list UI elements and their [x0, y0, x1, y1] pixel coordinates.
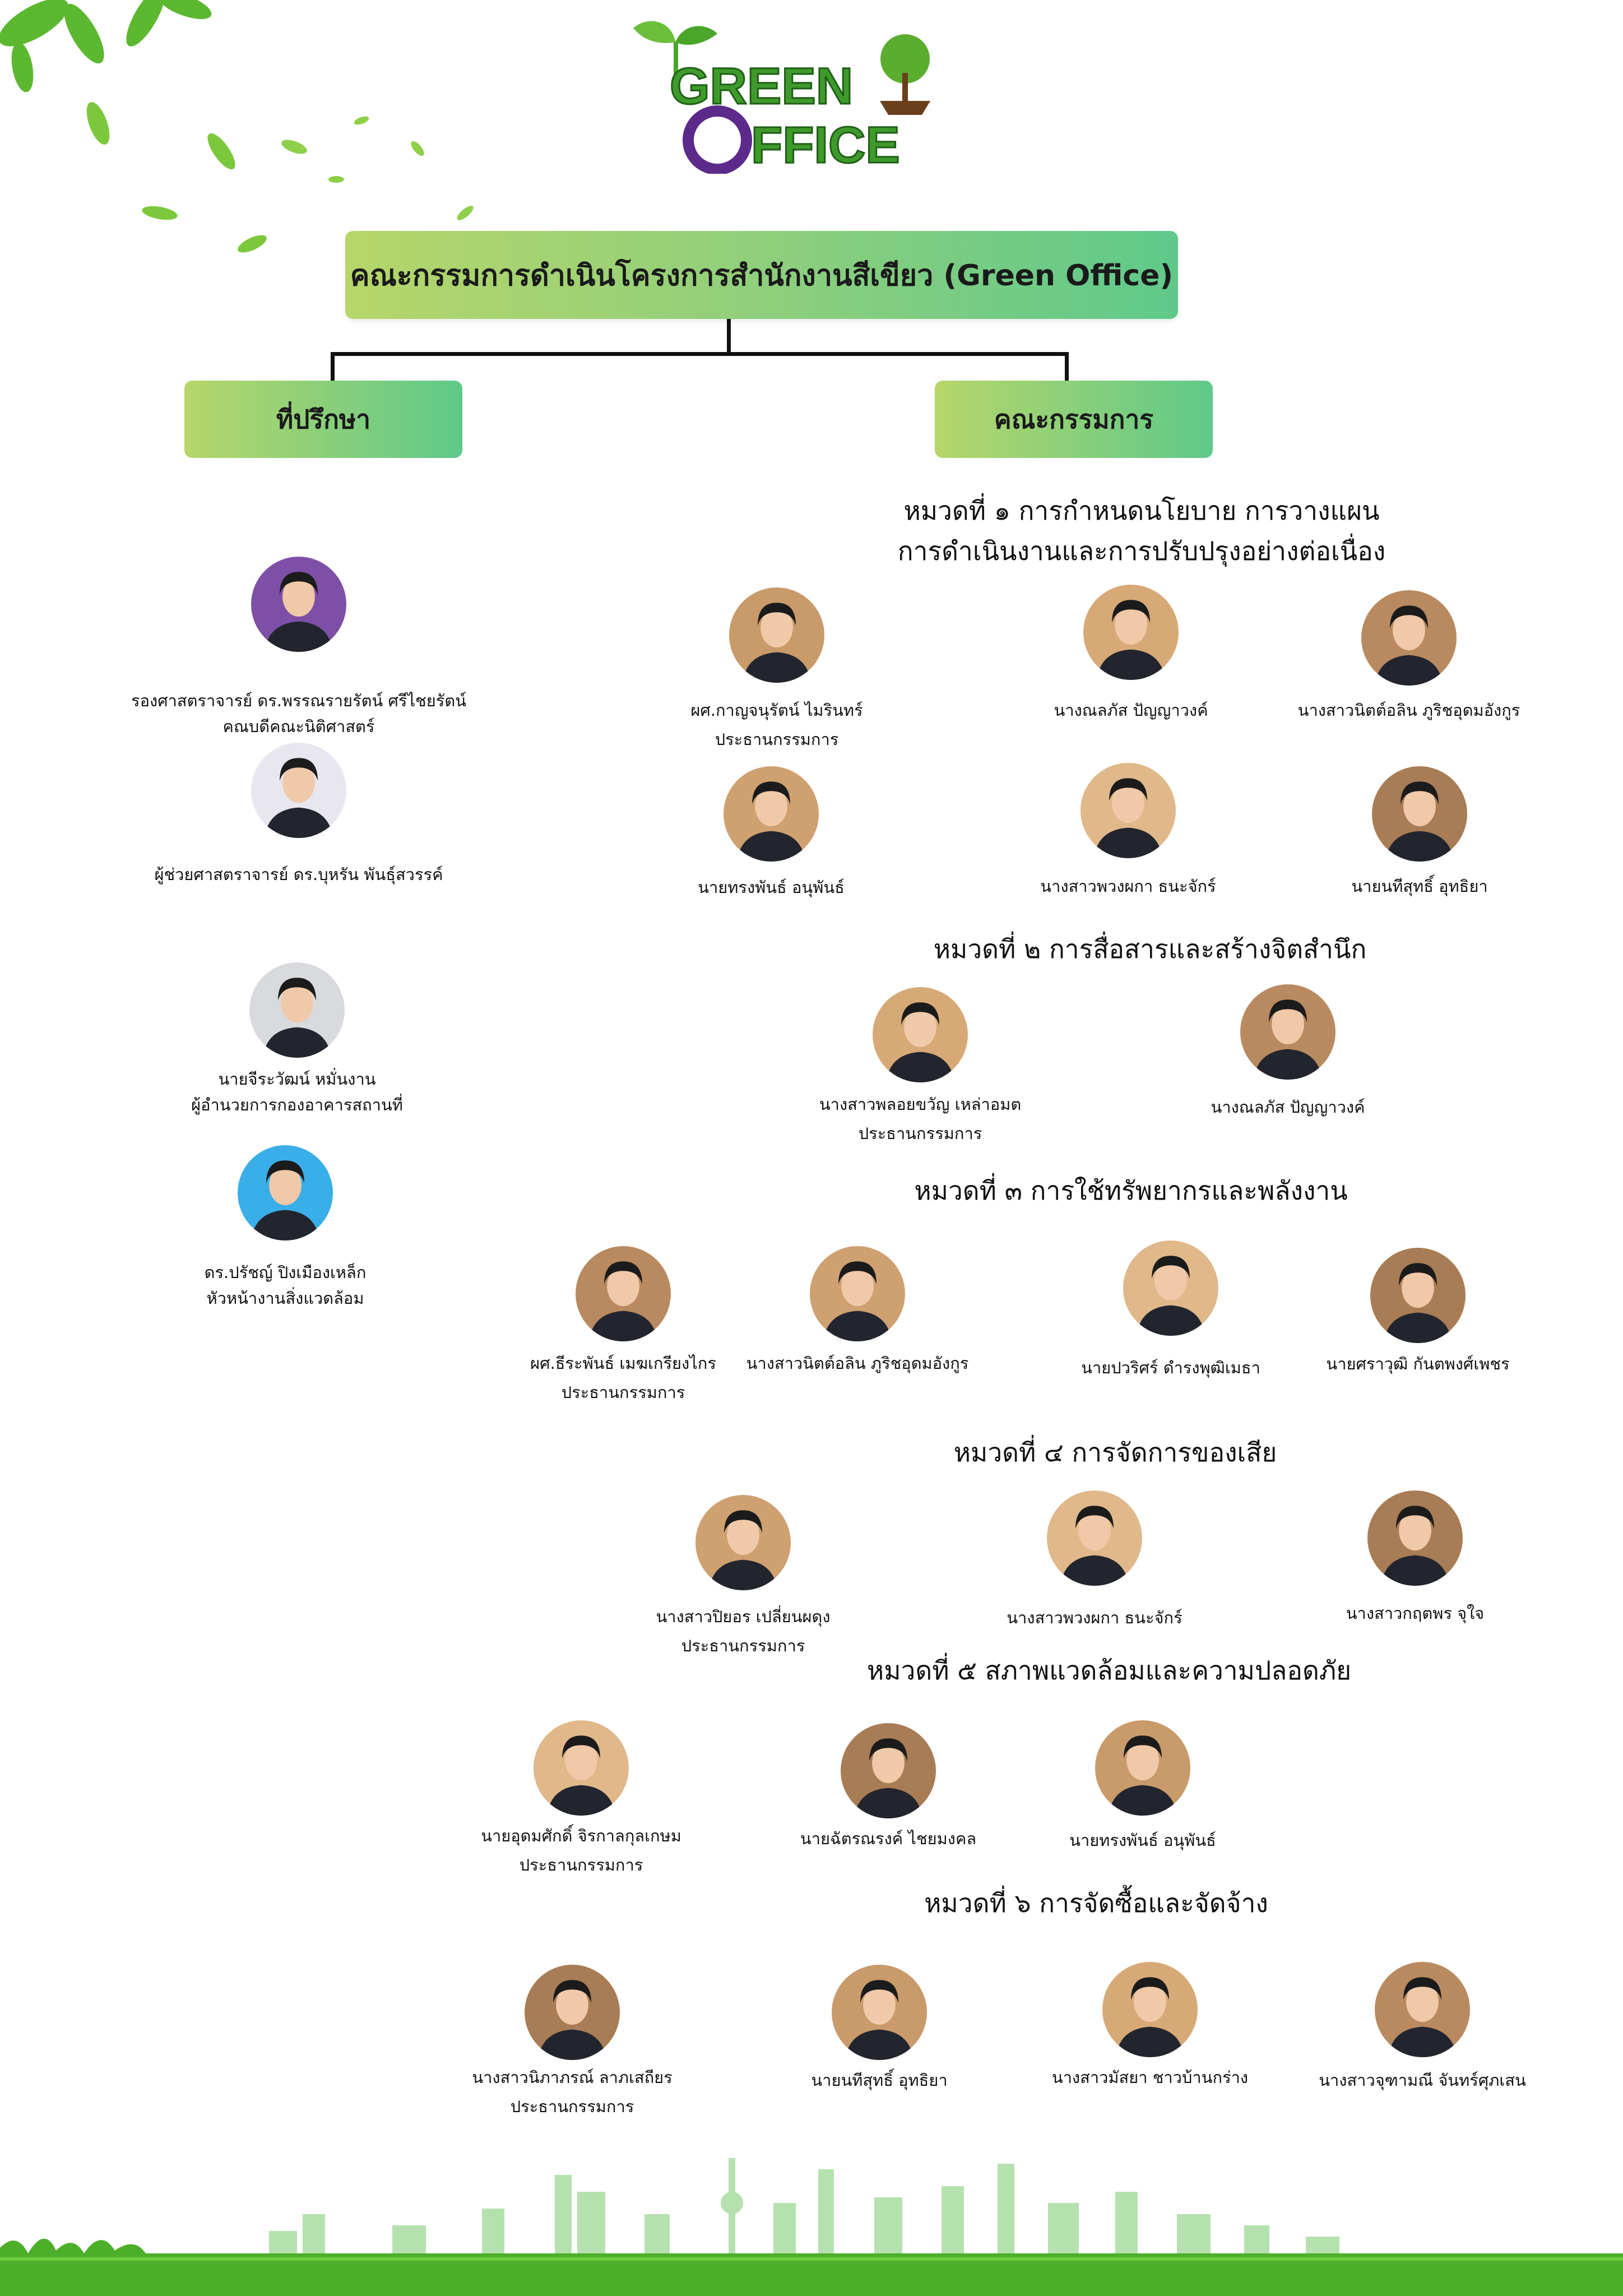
person-photo: [249, 962, 345, 1058]
person-photo: [1095, 1720, 1190, 1816]
member-name: นายนทีสุทธิ์ อุทธิยา: [811, 2071, 948, 2090]
member-name: นายทรงพันธ์ อนุพันธ์: [698, 878, 845, 897]
member-name: นางสาวปิยอร เปลี่ยนผดุง: [656, 1607, 831, 1626]
person-role: ผู้อำนวยการกองอาคารสถานที่: [191, 1095, 403, 1114]
section-heading: หมวดที่ ๔ การจัดการของเสีย: [953, 1437, 1277, 1468]
person-photo: [1372, 766, 1467, 862]
committee-title-banner: คณะกรรมการดำเนินโครงการสำนักงานสีเขียว (…: [345, 231, 1178, 319]
person-role: หัวหน้างานสิ่งแวดล้อม: [206, 1289, 364, 1308]
member-name: นางสาวจุฑามณี จันทร์ศุภเสน: [1319, 2071, 1526, 2090]
connector-line: [331, 352, 335, 381]
city-skyline-grass-decoration: [0, 2158, 1623, 2296]
leaves-decoration: [0, 0, 474, 253]
section-heading: หมวดที่ ๒ การสื่อสารและสร้างจิตสำนึก: [933, 934, 1367, 964]
advisors-label: ที่ปรึกษา: [276, 404, 371, 434]
person-photo: [251, 743, 346, 838]
member-role: ประธานกรรมการ: [561, 1383, 685, 1402]
person-name: รองศาสตราจารย์ ดร.พรรณรายรัตน์ ศรีไชยรัต…: [131, 691, 466, 710]
person-photo: [1123, 1240, 1218, 1336]
section-heading: การดำเนินงานและการปรับปรุงอย่างต่อเนื่อง: [897, 536, 1386, 566]
member-role: ประธานกรรมการ: [715, 730, 839, 749]
member-name: นางสาวพวงผกา ธนะจักร์: [1040, 877, 1216, 896]
connector-line: [727, 319, 731, 356]
member-name: นายฉัตรณรงค์ ไชยมงคล: [800, 1829, 977, 1848]
member-name: นางสาวนิภาภรณ์ ลาภเสถียร: [472, 2068, 673, 2087]
connector-line: [1065, 352, 1069, 381]
section-heading: หมวดที่ ๑ การกำหนดนโยบาย การวางแผน: [903, 496, 1380, 526]
green-office-logo: GREEN FFICE: [611, 11, 947, 175]
person-photo: [873, 987, 968, 1082]
member-name: นางสาวนิตต์อลิน ภูริชอุดมอังกูร: [1297, 701, 1520, 720]
person-photo: [724, 766, 819, 862]
member-name: นางสาวพวงผกา ธนะจักร์: [1007, 1608, 1183, 1627]
person-photo: [729, 587, 824, 683]
person-name: ผู้ช่วยศาสตราจารย์ ดร.บุหรัน พันธุ์สวรรค…: [154, 865, 443, 884]
member-name: ผศ.กาญจนุรัตน์ ไมรินทร์: [690, 701, 863, 720]
member-role: ประธานกรรมการ: [858, 1124, 982, 1143]
person-photo: [841, 1723, 936, 1818]
person-photo: [1240, 984, 1336, 1080]
person-photo: [1081, 763, 1176, 858]
person-photo: [534, 1720, 629, 1816]
connector-line: [332, 352, 1068, 356]
person-photo: [1375, 1962, 1470, 2057]
person-photo: [238, 1145, 333, 1240]
person-photo: [1047, 1490, 1142, 1586]
member-role: ประธานกรรมการ: [681, 1636, 805, 1655]
person-photo: [525, 1965, 620, 2060]
person-photo: [576, 1246, 671, 1341]
person-photo: [1370, 1248, 1466, 1343]
member-name: นางสาวมัสยา ชาวบ้านกร่าง: [1051, 2068, 1249, 2087]
person-photo: [695, 1495, 791, 1590]
person-name: นายจีระวัฒน์ หมั่นงาน: [218, 1070, 376, 1089]
person-photo: [1083, 585, 1179, 680]
section-heading: หมวดที่ ๖ การจัดซื้อและจัดจ้าง: [924, 1888, 1268, 1918]
person-photo: [251, 557, 346, 652]
member-name: นางสาวนิตต์อลิน ภูริชอุดมอังกูร: [746, 1354, 969, 1373]
member-name: นายทรงพันธ์ อนุพันธ์: [1069, 1831, 1216, 1850]
section-heading: หมวดที่ ๕ สภาพแวดล้อมและความปลอดภัย: [866, 1655, 1352, 1686]
member-name: นายนทีสุทธิ์ อุทธิยา: [1351, 877, 1488, 896]
member-role: ประธานกรรมการ: [519, 1855, 643, 1874]
person-photo: [1102, 1962, 1198, 2057]
member-name: นางสาวพลอยขวัญ เหล่าอมต: [819, 1095, 1022, 1114]
member-name: นายศราวุฒิ กันตพงศ์เพชร: [1326, 1354, 1510, 1373]
member-name: นางณลภัส ปัญญาวงค์: [1211, 1098, 1365, 1117]
person-photo: [810, 1246, 905, 1341]
member-name: นายอุดมศักดิ์ จิรกาลกุลเกษม: [481, 1826, 681, 1845]
committee-label: คณะกรรมการ: [994, 404, 1154, 434]
advisors-box: ที่ปรึกษา: [184, 381, 462, 458]
person-name: ดร.ปรัชญ์ ปิงเมืองเหล็ก: [204, 1263, 367, 1282]
committee-box: คณะกรรมการ: [935, 381, 1213, 458]
person-photo: [1361, 590, 1457, 686]
member-name: นางสาวกฤตพร จุใจ: [1346, 1604, 1485, 1623]
member-name: ผศ.ธีระพันธ์ เมฆเกรียงไกร: [530, 1354, 716, 1373]
person-photo: [1367, 1490, 1463, 1586]
member-name: นายปวริศร์ ดำรงพุฒิเมธา: [1081, 1358, 1260, 1377]
svg-text:GREEN: GREEN: [670, 58, 853, 115]
person-role: คณบดีคณะนิติศาสตร์: [222, 717, 375, 736]
member-role: ประธานกรรมการ: [510, 2097, 634, 2116]
svg-text:FFICE: FFICE: [751, 117, 900, 174]
page-title: คณะกรรมการดำเนินโครงการสำนักงานสีเขียว (…: [350, 259, 1174, 293]
person-photo: [832, 1965, 927, 2060]
section-heading: หมวดที่ ๓ การใช้ทรัพยากรและพลังงาน: [914, 1175, 1348, 1206]
member-name: นางณลภัส ปัญญาวงค์: [1054, 701, 1208, 720]
